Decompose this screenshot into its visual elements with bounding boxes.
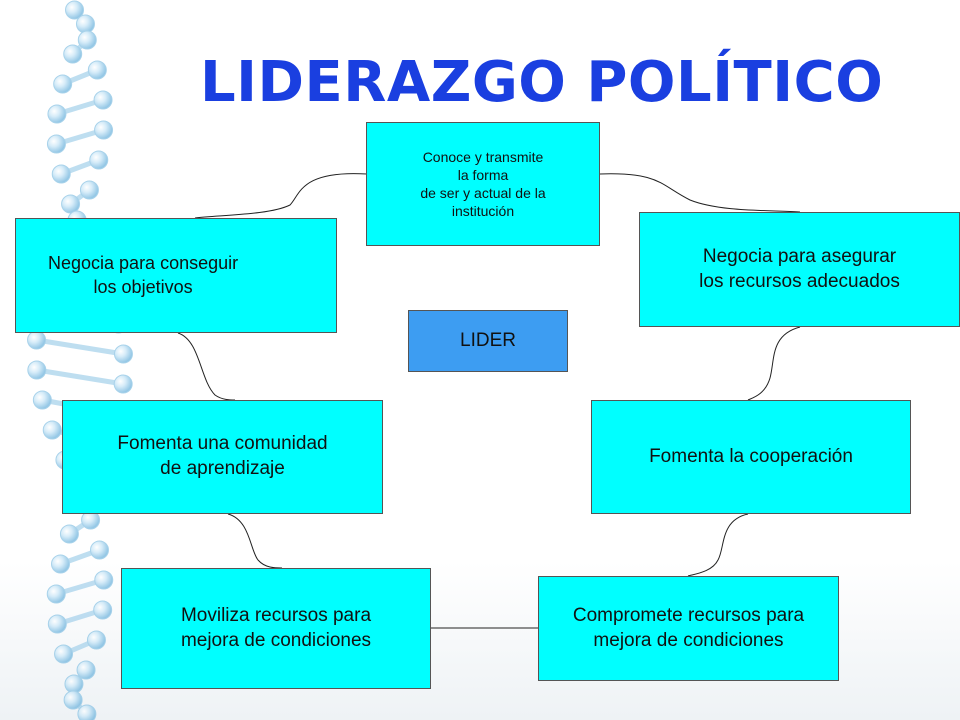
connector-right-lower [687,513,749,577]
connector-left-upper [177,332,236,401]
node-left-mid: Fomenta una comunidad de aprendizaje [62,400,383,514]
node-top-label: Conoce y transmite la forma de ser y act… [420,148,546,220]
connector-top-right [599,173,801,213]
node-right-bottom-label: Compromete recursos para mejora de condi… [572,604,805,651]
lider-label: LIDER [460,330,516,351]
node-left-bottom-label: Moviliza recursos para mejora de condici… [180,604,372,651]
node-right-bottom: Compromete recursos para mejora de condi… [538,576,839,681]
page-title: LIDERAZGO POLÍTICO [200,50,884,115]
node-right-mid-label: Fomenta la cooperación [649,445,853,467]
node-right-mid: Fomenta la cooperación [591,400,911,514]
node-top: Conoce y transmite la forma de ser y act… [366,122,600,246]
node-left-top: Negocia para conseguir los objetivos [15,218,337,333]
node-left-mid-label: Fomenta una comunidad de aprendizaje [117,433,328,479]
node-right-top-label: Negocia para asegurar los recursos adecu… [699,245,900,292]
connector-left-lower [227,513,283,569]
lider-center: LIDER [408,310,568,372]
connector-top-left [194,173,368,219]
node-left-top-label: Negocia para conseguir los objetivos [48,253,239,297]
connector-right-upper [747,326,801,401]
node-left-bottom: Moviliza recursos para mejora de condici… [121,568,431,689]
node-right-top: Negocia para asegurar los recursos adecu… [639,212,960,327]
